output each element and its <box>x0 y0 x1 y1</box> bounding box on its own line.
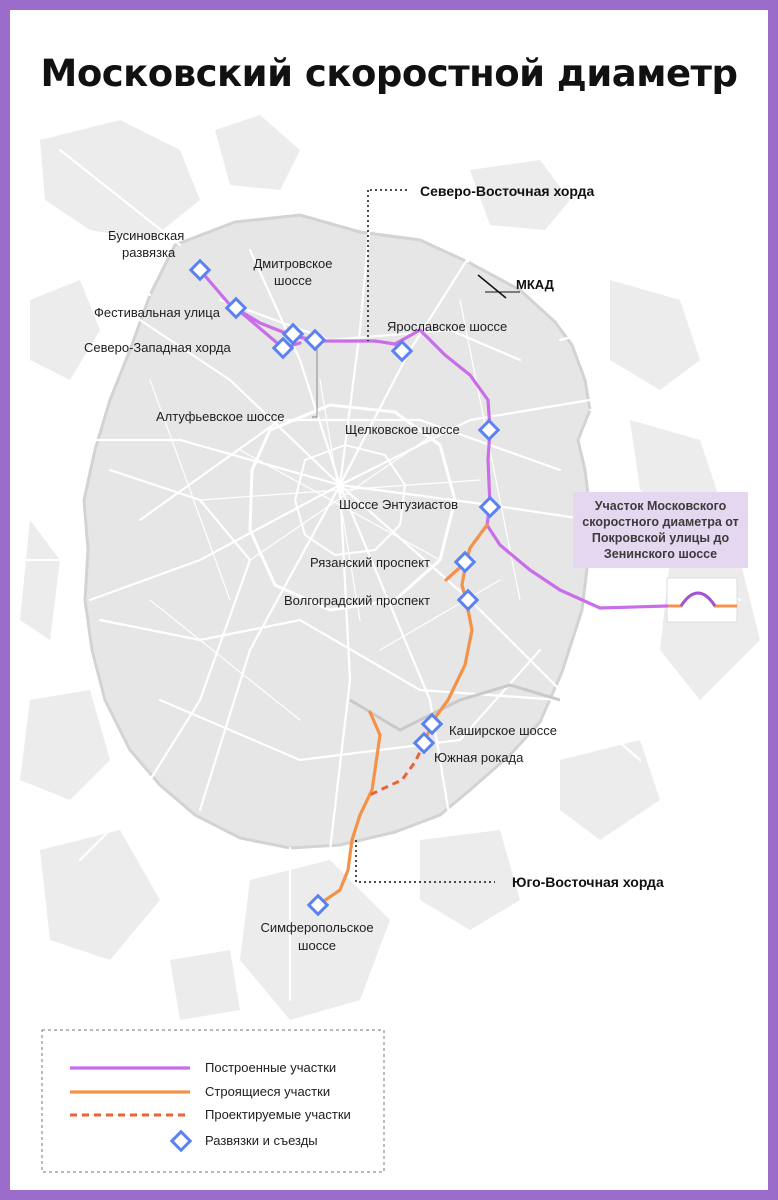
junction-marker[interactable] <box>224 296 248 320</box>
label-yugo-vostochnaya-horda: Юго-Восточная хорда <box>512 874 664 890</box>
label-kashirskoe: Каширское шоссе <box>449 723 558 738</box>
inset-box <box>666 577 738 623</box>
label-entuziastov: Шоссе Энтузиастов <box>339 497 459 512</box>
junction-markers <box>188 258 502 917</box>
label-yaroslavskoe: Ярославское шоссе <box>387 319 508 334</box>
label-mkad: МКАД <box>516 277 554 292</box>
label-dmitrovskoe-1: Дмитровское <box>253 256 333 271</box>
page-title: Московский скоростной диаметр <box>40 52 738 95</box>
junction-marker[interactable] <box>420 712 444 736</box>
label-yuzhnaya-rokada: Южная рокада <box>434 750 524 765</box>
label-severo-zapadnaya: Северо-Западная хорда <box>84 340 231 355</box>
label-shchelkovskoe: Щелковское шоссе <box>345 422 460 437</box>
planned-segment <box>369 741 427 797</box>
junction-marker[interactable] <box>271 336 295 360</box>
legend-planned-label: Проектируемые участки <box>205 1107 351 1122</box>
junction-marker[interactable] <box>306 893 330 917</box>
junction-marker[interactable] <box>303 328 327 352</box>
label-altufevskoe: Алтуфьевское шоссе <box>156 409 285 424</box>
legend-built-label: Построенные участки <box>205 1060 337 1075</box>
label-simferopolskoe-2: шоссе <box>298 938 336 953</box>
label-businovskaya-1: Бусиновская <box>108 228 185 243</box>
junction-marker[interactable] <box>412 731 436 755</box>
junction-marker[interactable] <box>390 339 414 363</box>
suburb-areas <box>20 115 760 1020</box>
junction-marker[interactable] <box>478 495 502 519</box>
label-simferopolskoe-1: Симферопольское <box>260 920 374 935</box>
legend-junctions-label: Развязки и съезды <box>205 1133 318 1148</box>
label-dmitrovskoe-2: шоссе <box>274 273 312 288</box>
legend-construction-label: Строящиеся участки <box>205 1084 331 1099</box>
label-ryazanskiy: Рязанский проспект <box>310 555 431 570</box>
label-severo-vostochnaya-horda: Северо-Восточная хорда <box>420 183 595 199</box>
label-volgogradskiy: Волгоградский проспект <box>284 593 431 608</box>
legend-box <box>41 1029 385 1173</box>
legend-junction-swatch <box>169 1129 193 1153</box>
highlight-box <box>573 492 748 568</box>
city-area <box>84 215 590 848</box>
junction-marker[interactable] <box>281 322 305 346</box>
junction-marker[interactable] <box>477 418 501 442</box>
label-festivalnaya: Фестивальная улица <box>94 305 220 320</box>
mkad-ring <box>82 213 592 850</box>
highlight-text: Участок Московского скоростного диаметра… <box>582 499 739 561</box>
junction-marker[interactable] <box>453 550 477 574</box>
junction-marker[interactable] <box>456 588 480 612</box>
south-radial-road <box>349 683 561 732</box>
leader-lines <box>312 189 520 883</box>
label-businovskaya-2: развязка <box>122 245 176 260</box>
junction-marker[interactable] <box>188 258 212 282</box>
